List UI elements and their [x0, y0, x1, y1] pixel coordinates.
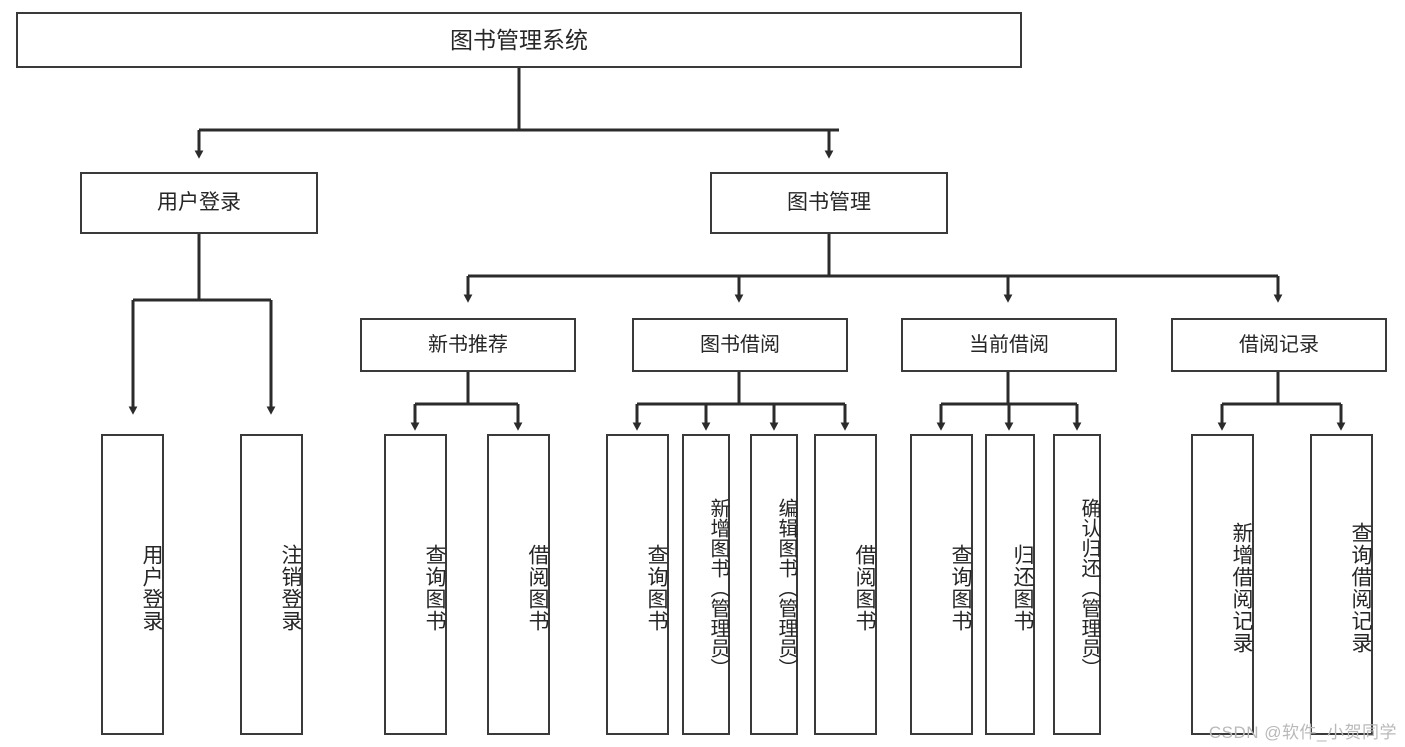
node-leaf-query-book-2-label: 查询图书: [645, 543, 668, 632]
node-borrow-record-label: 借阅记录: [1239, 333, 1319, 356]
node-leaf-confirm-return-label: 确认归还（管理员）: [1078, 497, 1100, 678]
node-leaf-borrow-book-2[interactable]: 借阅图书: [814, 434, 877, 735]
node-book-manage-label: 图书管理: [787, 190, 871, 214]
node-root[interactable]: 图书管理系统: [16, 12, 1022, 68]
node-leaf-edit-book[interactable]: 编辑图书（管理员）: [750, 434, 798, 735]
node-leaf-logout-login-label: 注销登录: [279, 543, 302, 632]
node-leaf-edit-book-label: 编辑图书（管理员）: [775, 497, 797, 678]
node-leaf-borrow-book-1-label: 借阅图书: [526, 543, 549, 632]
node-user-login[interactable]: 用户登录: [80, 172, 318, 234]
node-book-manage[interactable]: 图书管理: [710, 172, 948, 234]
node-leaf-user-login[interactable]: 用户登录: [101, 434, 164, 735]
node-leaf-add-book-label: 新增图书（管理员）: [707, 497, 729, 678]
node-leaf-borrow-book-2-label: 借阅图书: [853, 543, 876, 632]
watermark-text: CSDN @软件_小贺同学: [1208, 723, 1397, 742]
node-new-book-recommend-label: 新书推荐: [428, 333, 508, 356]
node-user-login-label: 用户登录: [157, 190, 241, 214]
node-leaf-query-book-1-label: 查询图书: [423, 543, 446, 632]
node-leaf-add-record-label: 新增借阅记录: [1230, 521, 1253, 654]
node-root-label: 图书管理系统: [450, 26, 588, 53]
node-leaf-query-book-1[interactable]: 查询图书: [384, 434, 447, 735]
node-current-borrow[interactable]: 当前借阅: [901, 318, 1117, 372]
node-current-borrow-label: 当前借阅: [969, 333, 1049, 356]
node-leaf-return-book-label: 归还图书: [1011, 543, 1034, 632]
node-leaf-query-book-3[interactable]: 查询图书: [910, 434, 973, 735]
node-book-borrow-label: 图书借阅: [700, 333, 780, 356]
node-leaf-logout-login[interactable]: 注销登录: [240, 434, 303, 735]
node-leaf-add-record[interactable]: 新增借阅记录: [1191, 434, 1254, 735]
node-leaf-query-book-3-label: 查询图书: [949, 543, 972, 632]
node-book-borrow[interactable]: 图书借阅: [632, 318, 848, 372]
node-leaf-borrow-book-1[interactable]: 借阅图书: [487, 434, 550, 735]
node-new-book-recommend[interactable]: 新书推荐: [360, 318, 576, 372]
node-leaf-query-record[interactable]: 查询借阅记录: [1310, 434, 1373, 735]
node-leaf-query-record-label: 查询借阅记录: [1349, 521, 1372, 654]
node-leaf-user-login-label: 用户登录: [140, 543, 163, 632]
node-leaf-add-book[interactable]: 新增图书（管理员）: [682, 434, 730, 735]
node-borrow-record[interactable]: 借阅记录: [1171, 318, 1387, 372]
node-leaf-query-book-2[interactable]: 查询图书: [606, 434, 669, 735]
node-leaf-return-book[interactable]: 归还图书: [985, 434, 1035, 735]
node-leaf-confirm-return[interactable]: 确认归还（管理员）: [1053, 434, 1101, 735]
